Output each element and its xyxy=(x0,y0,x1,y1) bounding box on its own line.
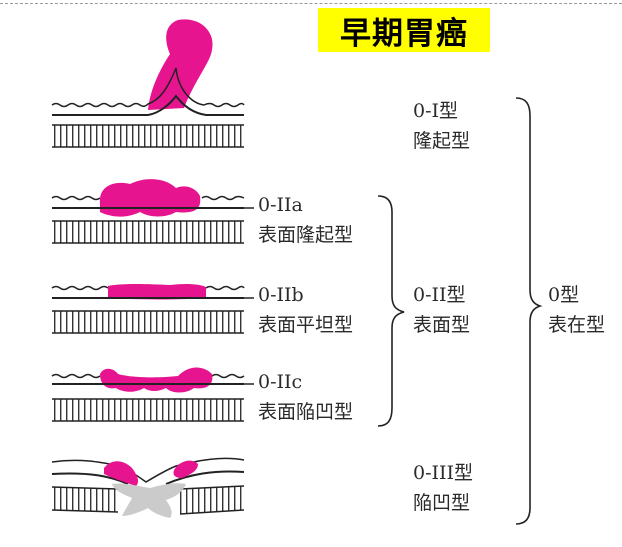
label-0IIc-name: 表面陥凹型 xyxy=(258,401,354,423)
surface-line-0IIb xyxy=(51,285,109,291)
lesion-0III-left xyxy=(104,461,139,486)
panel-0IIa-illustration xyxy=(51,179,245,244)
label-0II-name: 表面型 xyxy=(413,314,471,336)
label-0I-code: 0-I型 xyxy=(413,100,459,122)
brace-0II xyxy=(377,195,405,427)
page-title: 早期胃癌 xyxy=(340,15,468,52)
connector-lines xyxy=(244,207,254,385)
panel-0I-illustration xyxy=(51,19,245,148)
ulcer-0III xyxy=(112,483,186,518)
lesion-0I-polyp xyxy=(148,19,213,110)
label-0III-code: 0-III型 xyxy=(413,462,474,484)
label-0IIc-code: 0-IIc xyxy=(258,371,303,393)
brace-0 xyxy=(515,97,543,525)
surface-line-0I xyxy=(51,67,245,108)
lesion-0IIa xyxy=(99,179,201,217)
surface-line-0IIc xyxy=(51,373,101,379)
label-0I-name: 隆起型 xyxy=(413,130,471,152)
surface-line-0IIa xyxy=(51,195,101,201)
label-0IIb-code: 0-IIb xyxy=(258,284,304,306)
panel-0IIc-illustration xyxy=(51,367,245,422)
lesion-0IIc xyxy=(100,367,213,393)
label-0-code: 0型 xyxy=(548,284,580,306)
panel-0IIb-illustration xyxy=(51,283,245,334)
title-banner: 早期胃癌 xyxy=(318,8,490,52)
surface-line-0III xyxy=(51,457,245,483)
surface-line-0IIa-right xyxy=(201,195,245,201)
lesion-0III-right xyxy=(173,460,198,478)
label-0IIb-name: 表面平坦型 xyxy=(258,314,354,336)
label-0II-code: 0-II型 xyxy=(413,284,466,306)
label-0IIa-code: 0-IIa xyxy=(258,194,303,216)
lesion-0IIb xyxy=(108,283,206,300)
label-0III-name: 陥凹型 xyxy=(413,492,471,514)
top-dashed-border xyxy=(0,3,622,4)
label-0IIa-name: 表面隆起型 xyxy=(258,224,354,246)
panel-0III-illustration xyxy=(51,457,245,518)
label-0-name: 表在型 xyxy=(548,314,606,336)
